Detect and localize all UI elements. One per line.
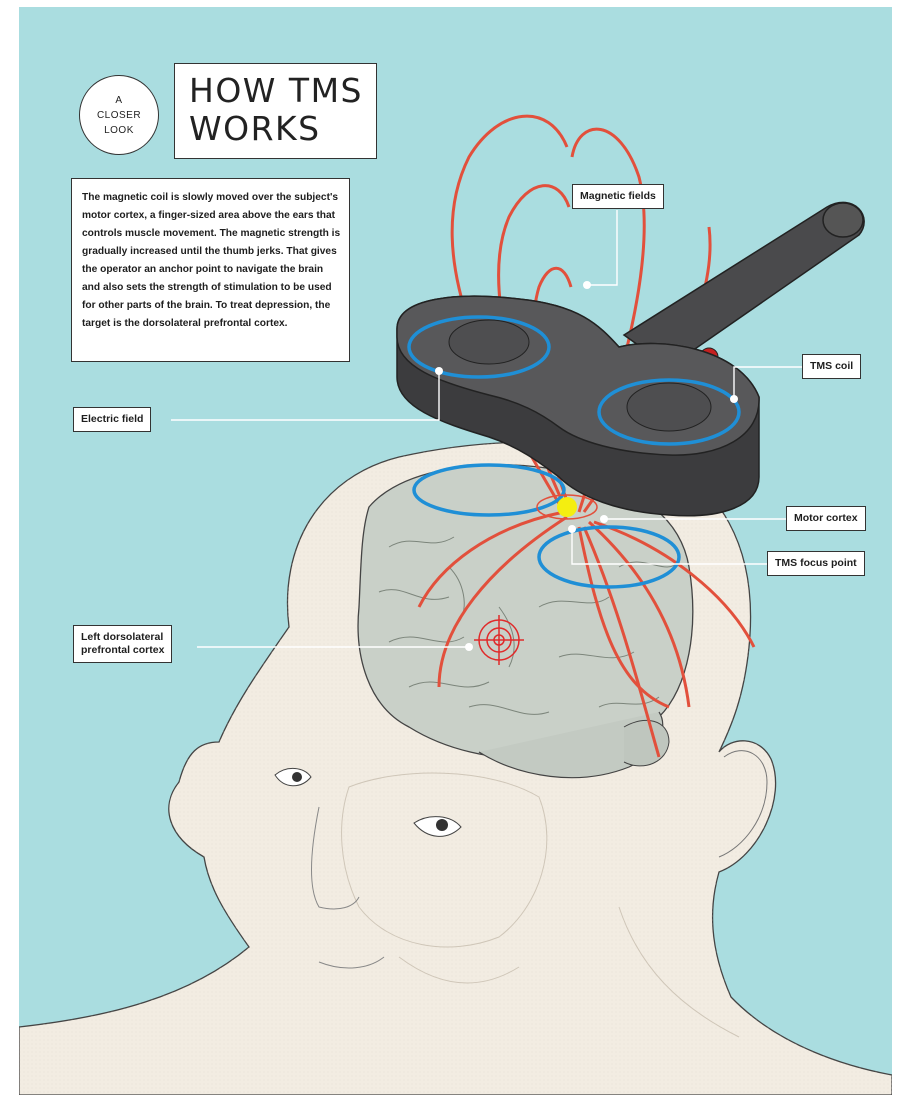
title-box: HOW TMS WORKS: [174, 63, 377, 159]
label-motor-cortex: Motor cortex: [786, 506, 866, 531]
label-ldpfc-line-1: Left dorsolateral: [81, 631, 163, 643]
illustration: [19, 7, 892, 1095]
badge-line-2: CLOSER: [97, 110, 141, 121]
closer-look-badge: A CLOSER LOOK: [79, 75, 159, 155]
label-ldpfc-line-2: prefrontal cortex: [81, 644, 164, 656]
badge-line-3: LOOK: [104, 125, 134, 136]
label-left-dorsolateral-prefrontal-cortex: Left dorsolateral prefrontal cortex: [73, 625, 172, 663]
label-magnetic-fields: Magnetic fields: [572, 184, 664, 209]
title-line-1: HOW TMS: [189, 72, 376, 110]
label-electric-field: Electric field: [73, 407, 151, 432]
label-tms-focus-point: TMS focus point: [767, 551, 865, 576]
description-box: The magnetic coil is slowly moved over t…: [71, 178, 350, 362]
description-text: The magnetic coil is slowly moved over t…: [82, 189, 341, 333]
label-tms-coil: TMS coil: [802, 354, 861, 379]
infographic: A CLOSER LOOK HOW TMS WORKS The magnetic…: [19, 7, 892, 1095]
title-line-2: WORKS: [189, 110, 376, 148]
badge-line-1: A: [115, 95, 122, 106]
